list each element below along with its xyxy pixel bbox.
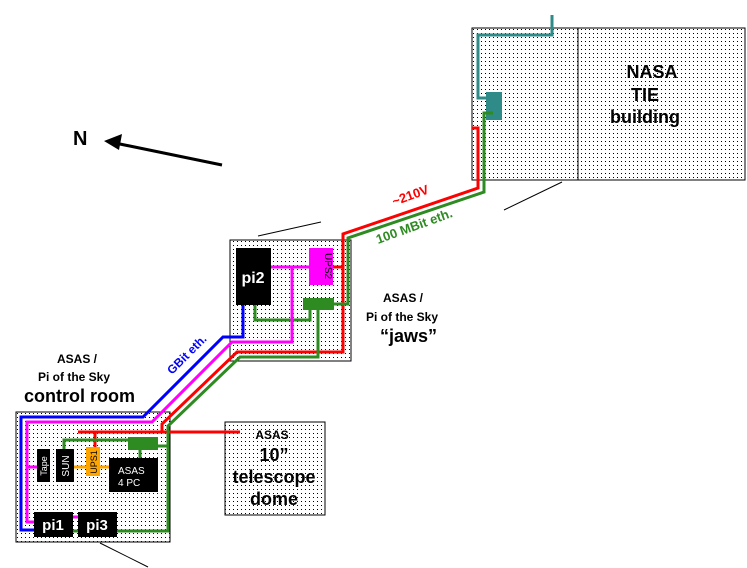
dome-label-3: telescope xyxy=(232,467,315,487)
jaws-label-3: “jaws” xyxy=(380,326,437,346)
gbit-cable xyxy=(19,305,245,532)
nasa-label-3: building xyxy=(610,107,680,127)
dome-label-2: 10” xyxy=(259,445,288,465)
ups1-label: UPS1 xyxy=(89,450,99,474)
eth100-cable xyxy=(334,111,493,306)
ups2-box xyxy=(309,248,333,285)
ups1-box xyxy=(86,447,100,476)
north-arrow-icon xyxy=(104,134,223,167)
nasa-label-2: TIE xyxy=(631,85,659,105)
dome-label-4: dome xyxy=(250,489,298,509)
perspective-line xyxy=(257,221,322,237)
tape-box xyxy=(37,449,50,482)
control-label-1: ASAS / xyxy=(57,352,98,366)
pi3-box xyxy=(78,512,117,537)
asas-pc-label-1: ASAS xyxy=(118,466,145,477)
sun-label: SUN xyxy=(61,455,72,476)
jaws-label-2: Pi of the Sky xyxy=(366,310,438,324)
asas-4pc-box xyxy=(109,458,158,492)
perspective-line xyxy=(99,542,149,568)
pi3-label: pi3 xyxy=(86,517,108,534)
jaws-switch xyxy=(303,298,334,310)
asas-pc-label-2: 4 PC xyxy=(118,478,140,489)
control-switch xyxy=(128,437,158,450)
pi2-label: pi2 xyxy=(241,270,264,287)
tape-label: Tape xyxy=(39,456,49,476)
perspective-line xyxy=(503,181,563,211)
power-cable xyxy=(160,126,480,432)
nasa-tie-building: NASA TIE building xyxy=(471,15,746,181)
jaws-label-1: ASAS / xyxy=(383,291,424,305)
pi1-label: pi1 xyxy=(42,517,64,534)
sun-box xyxy=(56,449,74,482)
telescope-dome xyxy=(224,421,326,516)
pi2-box xyxy=(236,248,271,305)
pi1-box xyxy=(34,512,73,537)
nasa-label-1: NASA xyxy=(626,62,677,82)
north-label: N xyxy=(73,128,87,150)
dome-label-1: ASAS xyxy=(255,428,288,442)
control-label-3: control room xyxy=(24,386,135,406)
ups2-label: UPS2 xyxy=(322,253,333,280)
nasa-switch xyxy=(486,92,502,120)
control-label-2: Pi of the Sky xyxy=(38,370,110,384)
